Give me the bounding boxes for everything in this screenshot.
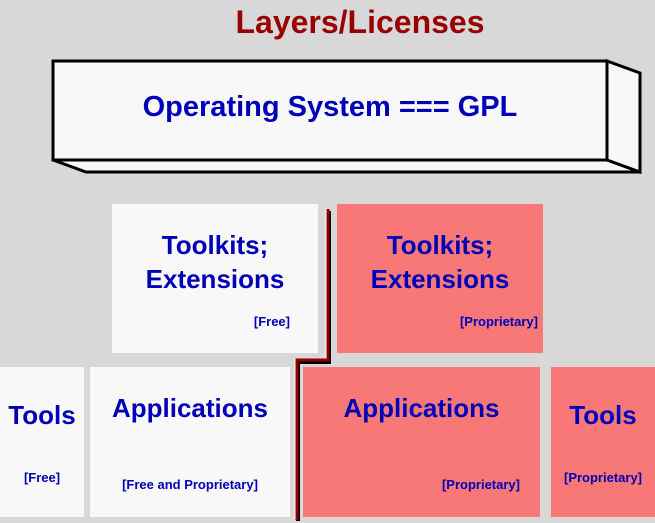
box-label: Applications	[343, 393, 500, 423]
diagram-title: Layers/Licenses	[235, 4, 485, 40]
license-label: [Proprietary]	[459, 314, 538, 329]
license-label: [Free and Proprietary]	[122, 477, 258, 492]
box-label: Tools	[569, 400, 637, 430]
toolkits-proprietary-box: Toolkits; Extensions [Proprietary]	[337, 204, 543, 353]
applications-free-box: Applications [Free and Proprietary]	[90, 367, 290, 517]
toolkits-free-box: Toolkits; Extensions [Free]	[112, 204, 318, 353]
box-label: Tools	[8, 400, 76, 430]
box-label: Toolkits; Extensions	[145, 230, 285, 294]
license-label: [Proprietary]	[441, 477, 520, 492]
license-label: [Proprietary]	[563, 470, 643, 485]
os-layer-label: Operating System === GPL	[142, 91, 518, 123]
license-label: [Free]	[23, 470, 61, 485]
applications-proprietary-box: Applications [Proprietary]	[303, 367, 540, 517]
box-label: Toolkits; Extensions	[370, 230, 510, 294]
box-label: Applications	[111, 393, 268, 423]
tools-proprietary-box: Tools [Proprietary]	[551, 367, 655, 517]
tools-free-box: Tools [Free]	[0, 367, 84, 517]
license-label: [Free]	[253, 314, 290, 329]
